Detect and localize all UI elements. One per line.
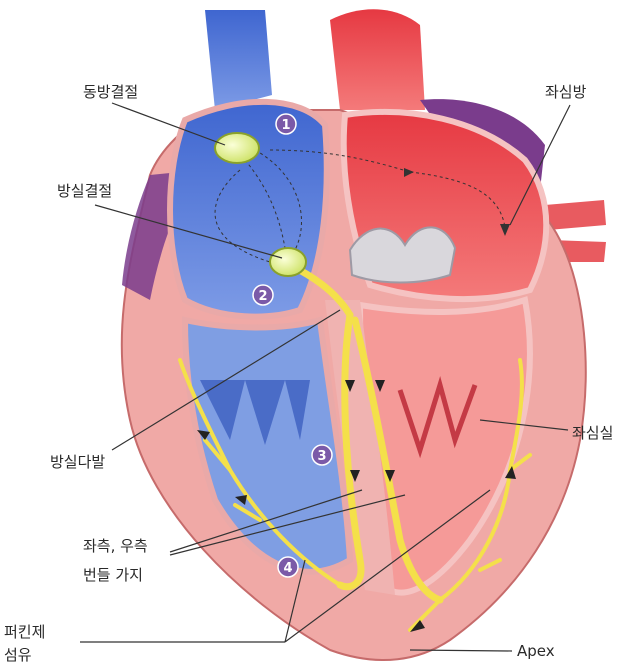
label-apex: Apex [517,642,555,660]
label-sa-node: 동방결절 [83,83,138,101]
step-badge-2: 2 [253,285,273,305]
av-node [270,248,306,276]
label-left-atrium: 좌심방 [545,83,587,101]
label-bundle-branches-line2: 번들 가지 [83,566,143,584]
superior-vena-cava [205,10,272,110]
label-av-node: 방실결절 [57,182,112,200]
label-purkinje-line1: 퍼킨제 [4,623,45,641]
label-purkinje-line2: 섬유 [4,646,32,664]
svg-text:3: 3 [317,449,326,464]
label-bundle-branches-line1: 좌측, 우측 [83,537,148,555]
svg-text:2: 2 [258,289,267,304]
sa-node [215,133,259,163]
label-left-ventricle: 좌심실 [572,424,613,442]
aorta [330,9,425,110]
svg-text:4: 4 [283,561,292,576]
svg-text:1: 1 [281,118,290,133]
step-badge-3: 3 [312,445,332,465]
label-bundle-of-his: 방실다발 [50,453,105,471]
step-badge-1: 1 [276,114,296,134]
step-badge-4: 4 [278,557,298,577]
